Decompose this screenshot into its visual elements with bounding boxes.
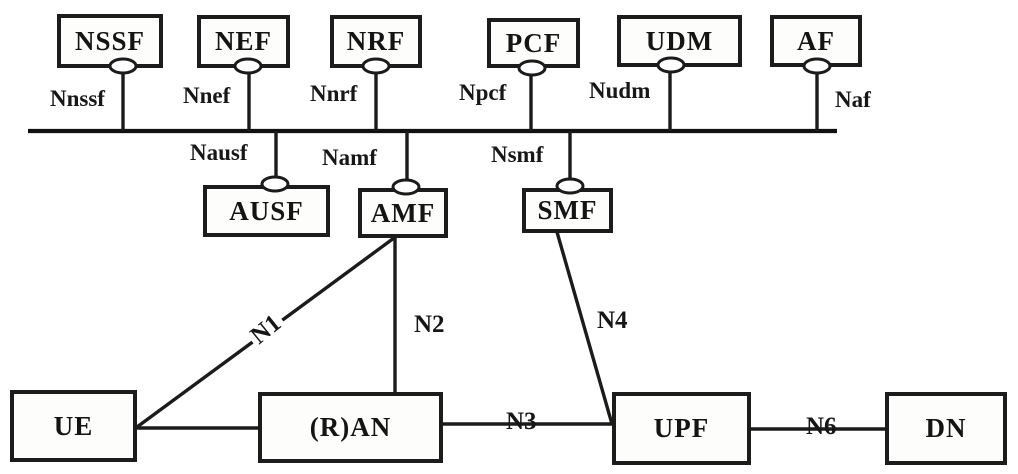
node-udm: UDM bbox=[617, 15, 742, 67]
sbi-label-nudm: Nudm bbox=[589, 78, 651, 103]
node-amf: AMF bbox=[358, 188, 448, 238]
refpoint-label-n6: N6 bbox=[806, 413, 837, 440]
node-upf: UPF bbox=[612, 392, 751, 465]
node-smf: SMF bbox=[522, 188, 613, 233]
sbi-label-namf: Namf bbox=[322, 145, 377, 170]
node-ue: UE bbox=[10, 390, 137, 462]
sbi-label-nausf: Nausf bbox=[190, 140, 248, 165]
refpoint-label-n2: N2 bbox=[414, 311, 445, 338]
sbi-label-nnef: Nnef bbox=[183, 83, 231, 108]
node-nef: NEF bbox=[197, 15, 290, 68]
refpoint-label-n4: N4 bbox=[597, 307, 628, 334]
node-nrf: NRF bbox=[330, 15, 422, 68]
sbi-label-nnssf: Nnssf bbox=[50, 86, 105, 111]
sbi-label-nsmf: Nsmf bbox=[491, 142, 544, 167]
refpoint-label-n1: N1 bbox=[243, 307, 290, 353]
node-dn: DN bbox=[885, 392, 1007, 465]
node-ran: (R)AN bbox=[258, 392, 443, 463]
sbi-label-npcf: Npcf bbox=[459, 80, 507, 105]
node-pcf: PCF bbox=[487, 18, 580, 68]
node-ausf: AUSF bbox=[203, 185, 330, 237]
sbi-label-naf: Naf bbox=[835, 87, 871, 112]
sbi-label-nnrf: Nnrf bbox=[310, 81, 358, 106]
node-af: AF bbox=[770, 15, 862, 67]
refpoint-label-n3: N3 bbox=[506, 408, 537, 435]
node-nssf: NSSF bbox=[57, 14, 163, 68]
